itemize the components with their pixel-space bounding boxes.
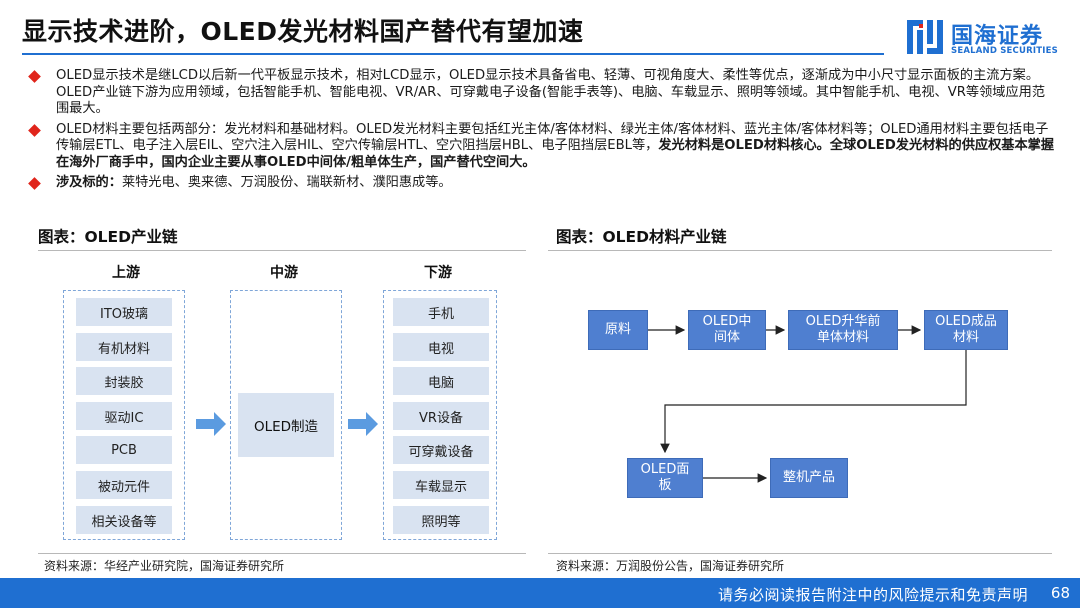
flow-node-raw: 原料 bbox=[588, 310, 648, 350]
bullet-text: OLED材料主要包括两部分：发光材料和基础材料。OLED发光材料主要包括红光主体… bbox=[56, 121, 1049, 154]
right-chart-source: 资料来源：万润股份公告，国海证券研究所 bbox=[556, 559, 785, 573]
upstream-label: 上游 bbox=[112, 265, 140, 281]
page-title: 显示技术进阶，OLED发光材料国产替代有望加速 bbox=[22, 17, 584, 46]
flow-node-finished: OLED成品材料 bbox=[924, 310, 1008, 350]
title-underline bbox=[22, 53, 884, 55]
footer-disclaimer: 请务必阅读报告附注中的风险提示和免责声明 bbox=[717, 586, 1028, 604]
upstream-item: 被动元件 bbox=[76, 471, 172, 499]
right-chart-title-rule bbox=[548, 250, 1052, 251]
flow-node-intermediate: OLED中间体 bbox=[688, 310, 766, 350]
arrow-right-icon bbox=[196, 412, 226, 436]
flow-node-product: 整机产品 bbox=[770, 458, 848, 498]
upstream-item: ITO玻璃 bbox=[76, 298, 172, 326]
bullet-item: OLED显示技术是继LCD以后新一代平板显示技术，相对LCD显示，OLED显示技… bbox=[28, 68, 1058, 118]
left-chart-title: 图表：OLED产业链 bbox=[38, 228, 178, 246]
left-source-rule bbox=[38, 553, 526, 554]
arrow-right-icon bbox=[348, 412, 378, 436]
sealand-logo-icon bbox=[907, 20, 943, 54]
left-chart-source: 资料来源：华经产业研究院，国海证券研究所 bbox=[44, 559, 285, 573]
bullet-bold-lead: 涉及标的： bbox=[56, 175, 122, 190]
upstream-item: 封装胶 bbox=[76, 367, 172, 395]
downstream-group bbox=[383, 290, 497, 540]
downstream-label: 下游 bbox=[424, 265, 452, 281]
upstream-item: 驱动IC bbox=[76, 402, 172, 430]
flow-arrow bbox=[660, 349, 967, 454]
upstream-item: PCB bbox=[76, 436, 172, 464]
upstream-group bbox=[63, 290, 185, 540]
bullet-list: OLED显示技术是继LCD以后新一代平板显示技术，相对LCD显示，OLED显示技… bbox=[28, 68, 1058, 196]
downstream-item: 电脑 bbox=[393, 367, 489, 395]
bullet-item: 涉及标的：莱特光电、奥来德、万润股份、瑞联新材、濮阳惠成等。 bbox=[28, 175, 1058, 192]
logo-chinese-name: 国海证券 bbox=[951, 24, 1044, 49]
midstream-label: 中游 bbox=[270, 265, 298, 281]
downstream-item: 手机 bbox=[393, 298, 489, 326]
flow-node-precursor: OLED升华前单体材料 bbox=[788, 310, 898, 350]
midstream-item: OLED制造 bbox=[238, 393, 334, 457]
downstream-item: 车载显示 bbox=[393, 471, 489, 499]
bullet-text: 莱特光电、奥来德、万润股份、瑞联新材、濮阳惠成等。 bbox=[121, 175, 452, 190]
company-logo: 国海证券 SEALAND SECURITIES bbox=[905, 16, 1065, 62]
downstream-item: 照明等 bbox=[393, 506, 489, 534]
upstream-item: 相关设备等 bbox=[76, 506, 172, 534]
right-source-rule bbox=[548, 553, 1052, 554]
footer-bar: 请务必阅读报告附注中的风险提示和免责声明 68 bbox=[0, 578, 1080, 608]
logo-english-name: SEALAND SECURITIES bbox=[951, 46, 1058, 56]
flow-node-panel: OLED面板 bbox=[627, 458, 703, 498]
page-number: 68 bbox=[1050, 584, 1070, 602]
bullet-bold-text: 发光材料是OLED材料核心。全球OLED发光材料的供应权基本掌握在海外厂商手中，… bbox=[56, 138, 1055, 170]
bullet-item: OLED材料主要包括两部分：发光材料和基础材料。OLED发光材料主要包括红光主体… bbox=[28, 122, 1058, 172]
downstream-item: VR设备 bbox=[393, 402, 489, 430]
upstream-item: 有机材料 bbox=[76, 333, 172, 361]
downstream-item: 可穿戴设备 bbox=[393, 436, 489, 464]
left-chart-title-rule bbox=[38, 250, 526, 251]
right-chart-title: 图表：OLED材料产业链 bbox=[556, 228, 727, 246]
bullet-text: OLED显示技术是继LCD以后新一代平板显示技术，相对LCD显示，OLED显示技… bbox=[56, 68, 1046, 116]
downstream-item: 电视 bbox=[393, 333, 489, 361]
midstream-group bbox=[230, 290, 342, 540]
